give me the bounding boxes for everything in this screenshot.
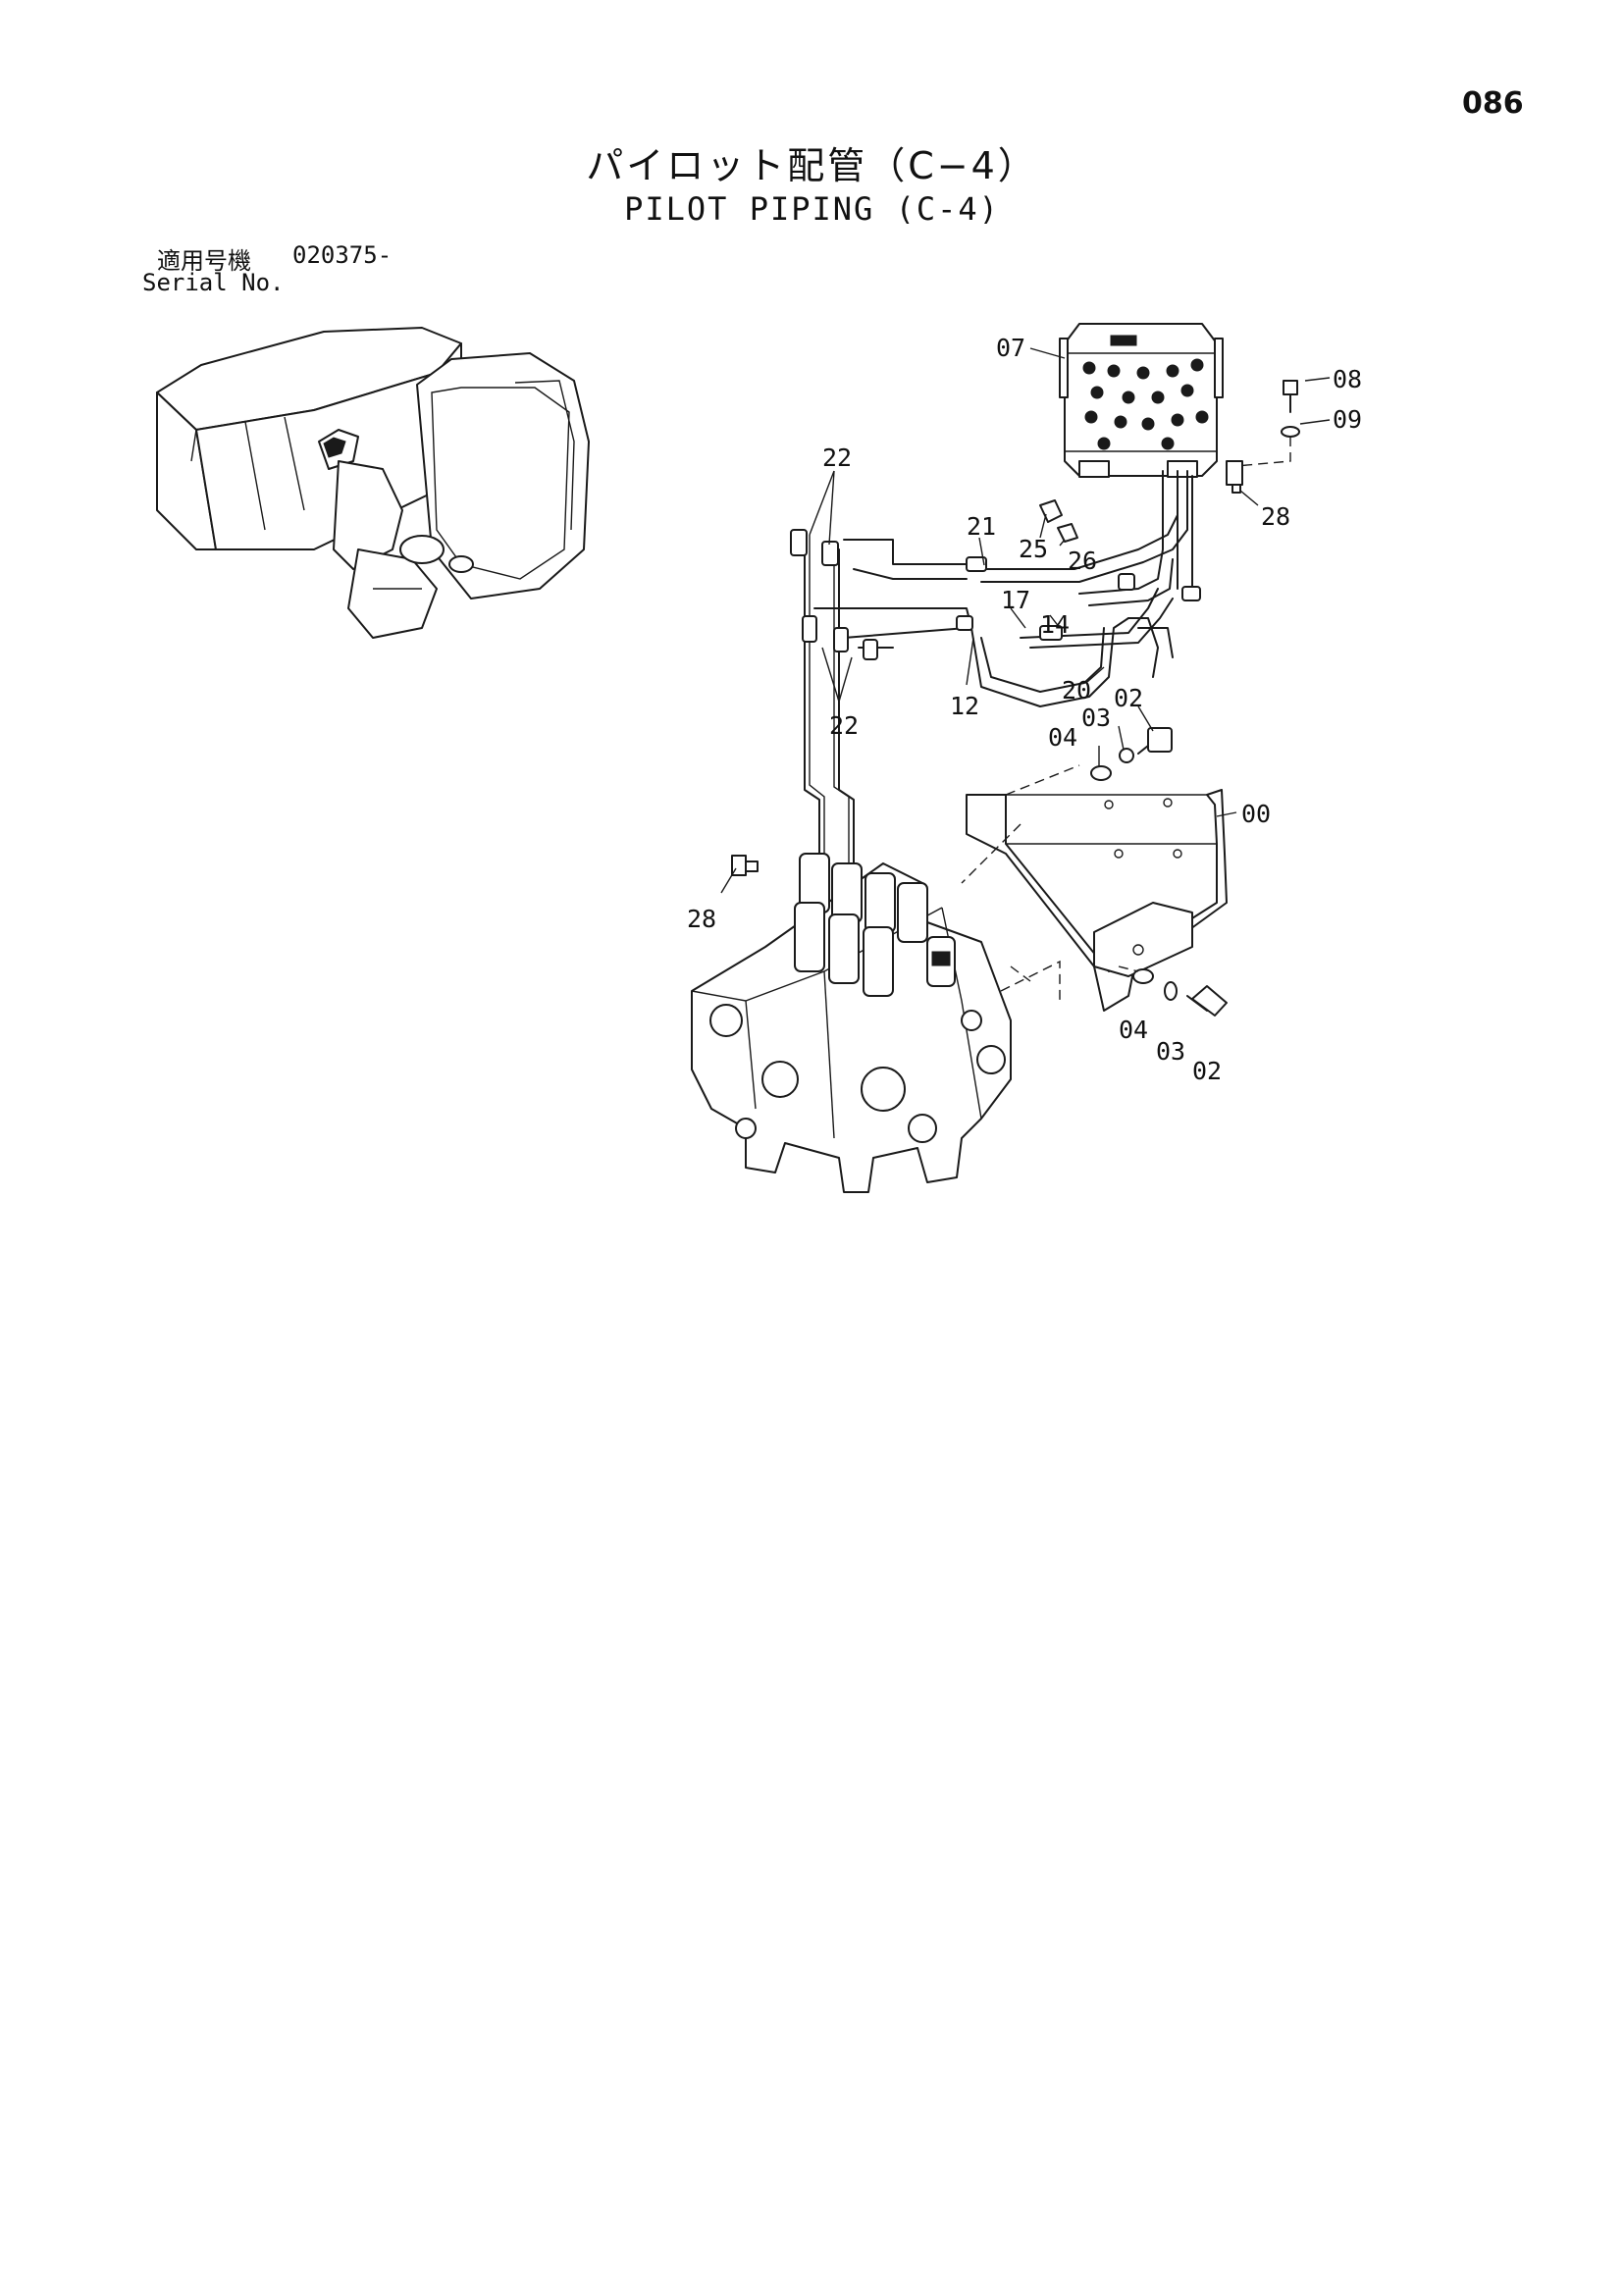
bolt-and-washer [1226, 380, 1300, 472]
callout-03-lower: 03 [1156, 1037, 1185, 1066]
mounting-bracket [961, 764, 1228, 1012]
callout-09: 09 [1333, 405, 1362, 434]
callout-14: 14 [1040, 610, 1070, 639]
callout-04-upper: 04 [1048, 723, 1077, 752]
fittings-upper [1039, 460, 1243, 543]
callout-03-upper: 03 [1081, 704, 1111, 732]
page-title-japanese: パイロット配管（C−4） [586, 144, 1038, 187]
callout-00: 00 [1241, 800, 1271, 828]
pilot-hoses [790, 470, 1201, 864]
callout-07: 07 [996, 334, 1025, 362]
control-valve [691, 853, 1061, 1193]
leader-lines [720, 347, 1331, 894]
callout-28-block: 28 [1261, 502, 1290, 531]
callout-28-valve: 28 [687, 905, 716, 933]
fitting-28-valve [731, 855, 759, 876]
callout-17: 17 [1001, 586, 1030, 614]
callout-12: 12 [950, 692, 979, 720]
callout-20: 20 [1062, 676, 1091, 704]
callout-02-upper: 02 [1114, 684, 1143, 712]
callout-22-upper: 22 [822, 443, 852, 472]
page-number: 086 [1462, 86, 1524, 121]
callout-04-lower: 04 [1119, 1016, 1148, 1044]
hardware-upper [1090, 727, 1173, 781]
page-title-english: PILOT PIPING (C-4) [624, 190, 1000, 228]
location-thumbnail [156, 327, 590, 639]
callout-02-lower: 02 [1192, 1057, 1222, 1085]
callout-21: 21 [967, 512, 996, 541]
pilot-valve-block [1059, 323, 1224, 478]
callout-22-lower: 22 [829, 711, 859, 740]
serial-value: 020375- [292, 241, 393, 269]
hardware-lower [1118, 965, 1228, 1017]
serial-label-japanese: 適用号機 [157, 247, 251, 275]
callout-26: 26 [1068, 547, 1097, 575]
callout-25: 25 [1019, 535, 1048, 563]
serial-label-english: Serial No. [142, 269, 285, 296]
callouts: 07 08 09 28 22 21 25 26 17 14 20 02 12 2… [687, 334, 1362, 1085]
callout-08: 08 [1333, 365, 1362, 393]
